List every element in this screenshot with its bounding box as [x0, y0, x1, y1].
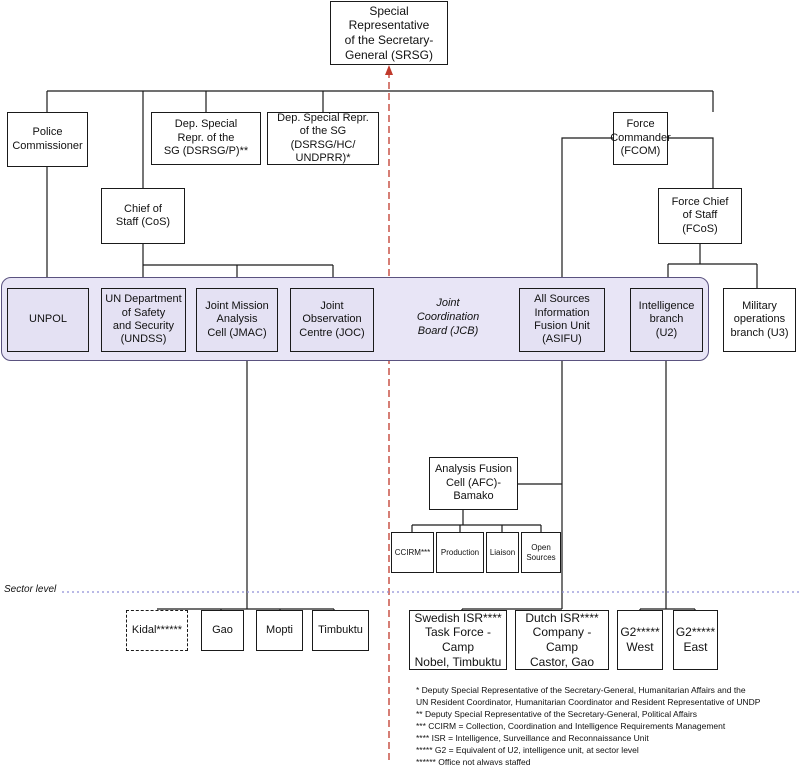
footnote-3: *** CCIRM = Collection, Coordination and… [416, 721, 726, 731]
open-sources-box: Open Sources [521, 532, 561, 573]
u3-box: Military operations branch (U3) [723, 288, 796, 352]
gao-box: Gao [201, 610, 244, 651]
jcb-label: Joint Coordination Board (JCB) [416, 297, 480, 337]
swedish-isr-box: Swedish ISR**** Task Force - Camp Nobel,… [409, 610, 507, 670]
footnote-5: ***** G2 = Equivalent of U2, intelligenc… [416, 745, 639, 755]
jmac-box: Joint Mission Analysis Cell (JMAC) [196, 288, 278, 352]
g2-east-box: G2***** East [673, 610, 718, 670]
kidal-box: Kidal****** [126, 610, 188, 651]
dsrsg-p-box: Dep. Special Repr. of the SG (DSRSG/P)** [151, 112, 261, 165]
fcos-box: Force Chief of Staff (FCoS) [658, 188, 742, 244]
dutch-isr-box: Dutch ISR**** Company - Camp Castor, Gao [515, 610, 609, 670]
sector-level-label: Sector level [4, 584, 57, 595]
u2-box: Intelligence branch (U2) [630, 288, 703, 352]
liaison-box: Liaison [486, 532, 519, 573]
footnote-6: ****** Office not always staffed [416, 757, 531, 765]
production-box: Production [436, 532, 484, 573]
g2-west-box: G2***** West [617, 610, 663, 670]
unpol-box: UNPOL [7, 288, 89, 352]
asifu-box: All Sources Information Fusion Unit (ASI… [519, 288, 605, 352]
footnote-1: * Deputy Special Representative of the S… [416, 685, 746, 695]
cos-box: Chief of Staff (CoS) [101, 188, 185, 244]
afc-box: Analysis Fusion Cell (AFC)- Bamako [429, 457, 518, 510]
timbuktu-box: Timbuktu [312, 610, 369, 651]
srsg-box: Special Representative of the Secretary-… [330, 1, 448, 65]
footnote-1-cont: UN Resident Coordinator, Humanitarian Co… [416, 697, 761, 707]
fcom-box: Force Commander (FCOM) [610, 112, 671, 165]
footnote-4: **** ISR = Intelligence, Surveillance an… [416, 733, 649, 743]
dsrsg-hc-box: Dep. Special Repr. of the SG (DSRSG/HC/ … [267, 112, 379, 165]
footnote-2: ** Deputy Special Representative of the … [416, 709, 697, 719]
ccirm-box: CCIRM*** [391, 532, 434, 573]
mopti-box: Mopti [256, 610, 303, 651]
undss-box: UN Department of Safety and Security (UN… [101, 288, 186, 352]
footnotes: * Deputy Special Representative of the S… [416, 684, 800, 765]
police-commissioner-box: Police Commissioner [7, 112, 88, 167]
joc-box: Joint Observation Centre (JOC) [290, 288, 374, 352]
